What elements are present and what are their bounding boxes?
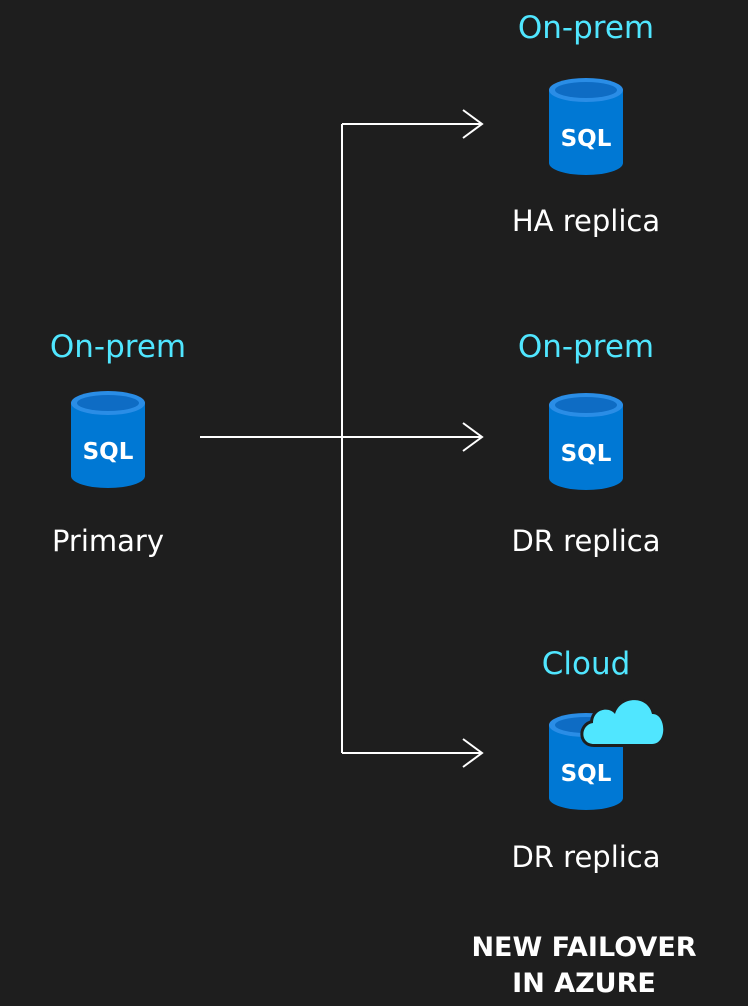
ha-replica-role-label: HA replica — [511, 204, 661, 238]
sql-database-icon: SQL — [549, 78, 623, 175]
ha-replica-location-label: On-prem — [517, 10, 655, 46]
arrowhead-dr-replica — [462, 422, 484, 452]
primary-role-label: Primary — [51, 524, 165, 558]
sql-database-cloud-icon: SQL — [549, 697, 667, 810]
svg-text:SQL: SQL — [83, 439, 134, 465]
dr-replica-location-label: On-prem — [517, 329, 655, 365]
arrowhead-ha-replica — [462, 109, 484, 139]
cloud-icon — [580, 697, 667, 747]
primary-location-label: On-prem — [49, 329, 187, 365]
sql-database-icon: SQL — [549, 393, 623, 490]
svg-text:SQL: SQL — [561, 126, 612, 152]
caption-line-1: NEW FAILOVER — [471, 932, 697, 963]
svg-text:SQL: SQL — [561, 761, 612, 787]
new-failover-caption: NEW FAILOVER IN AZURE — [420, 930, 748, 1002]
sql-database-icon: SQL — [71, 391, 145, 488]
svg-text:SQL: SQL — [561, 441, 612, 467]
dr-replica-role-label: DR replica — [511, 524, 661, 558]
caption-line-2: IN AZURE — [512, 968, 656, 999]
cloud-replica-location-label: Cloud — [541, 646, 631, 682]
replication-connectors — [200, 109, 484, 768]
arrowhead-cloud-replica — [462, 738, 484, 768]
cloud-replica-role-label: DR replica — [511, 840, 661, 874]
